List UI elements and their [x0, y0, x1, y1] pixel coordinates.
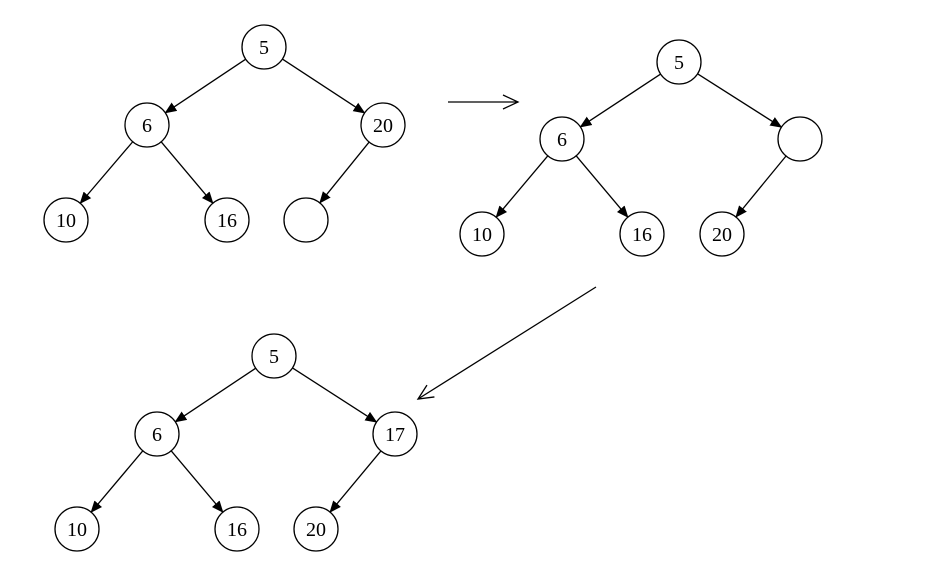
tree-node: 20	[293, 506, 339, 552]
node-label: 20	[306, 519, 326, 541]
node-circle	[293, 506, 339, 552]
tree-1: 5 6 20 10 16	[43, 24, 406, 243]
tree-node: 5	[241, 24, 287, 70]
node-circle	[124, 102, 170, 148]
tree-node: 10	[459, 211, 505, 257]
node-label: 5	[259, 37, 269, 59]
empty-node-circle	[283, 197, 329, 243]
node-label: 6	[152, 424, 162, 446]
tree-edge	[697, 73, 783, 128]
tree-2: 5 6 10 16 20	[459, 39, 823, 257]
tree-edge	[282, 58, 366, 114]
node-label: 10	[56, 210, 76, 232]
node-label: 16	[217, 210, 237, 232]
tree-edge	[292, 367, 378, 423]
tree-edge	[164, 58, 247, 114]
tree-edge	[174, 367, 257, 423]
tree-node: 6	[539, 116, 585, 162]
tree-node: 10	[43, 197, 89, 243]
node-circle	[656, 39, 702, 85]
tree-3: 5 6 17 10 16 20	[54, 333, 418, 552]
node-label: 10	[472, 224, 492, 246]
transition-arrows	[416, 94, 597, 400]
empty-node-circle	[777, 116, 823, 162]
tree-node: 20	[360, 102, 406, 148]
node-circle	[134, 411, 180, 457]
node-circle	[539, 116, 585, 162]
tree-edge	[495, 155, 549, 218]
node-label: 6	[142, 115, 152, 137]
node-label: 10	[67, 519, 87, 541]
tree-edge	[79, 141, 134, 205]
tree-node: 17	[372, 411, 418, 457]
node-label: 5	[269, 346, 279, 368]
tree-edge	[319, 141, 370, 204]
node-circle	[699, 211, 745, 257]
tree-edge	[579, 73, 661, 128]
node-circle	[251, 333, 297, 379]
node-label: 20	[373, 115, 393, 137]
tree-edge	[735, 155, 787, 218]
node-circle	[204, 197, 250, 243]
node-label: 5	[674, 52, 684, 74]
node-circle	[459, 211, 505, 257]
node-circle	[241, 24, 287, 70]
tree-node	[777, 116, 823, 162]
node-label: 16	[632, 224, 652, 246]
tree-node: 6	[124, 102, 170, 148]
node-circle	[372, 411, 418, 457]
tree-edge	[90, 450, 144, 513]
tree-node: 16	[204, 197, 250, 243]
tree-edge	[329, 450, 382, 513]
node-circle	[360, 102, 406, 148]
tree-edge	[575, 155, 629, 218]
tree-node: 20	[699, 211, 745, 257]
node-circle	[214, 506, 260, 552]
tree-node	[283, 197, 329, 243]
tree-node: 5	[251, 333, 297, 379]
tree-node: 16	[619, 211, 665, 257]
tree-edge	[160, 141, 214, 204]
tree-node: 16	[214, 506, 260, 552]
node-label: 6	[557, 129, 567, 151]
node-circle	[54, 506, 100, 552]
tree-node: 6	[134, 411, 180, 457]
tree-node: 5	[656, 39, 702, 85]
tree-edge	[170, 450, 224, 513]
node-label: 20	[712, 224, 732, 246]
node-label: 16	[227, 519, 247, 541]
tree-node: 10	[54, 506, 100, 552]
trees: 5 6 20 10 16 5 6 10 16 20 5 6 17 10 16 20	[43, 24, 823, 552]
node-circle	[43, 197, 89, 243]
node-circle	[619, 211, 665, 257]
node-label: 17	[385, 424, 405, 446]
transition-arrow-2	[416, 286, 597, 400]
